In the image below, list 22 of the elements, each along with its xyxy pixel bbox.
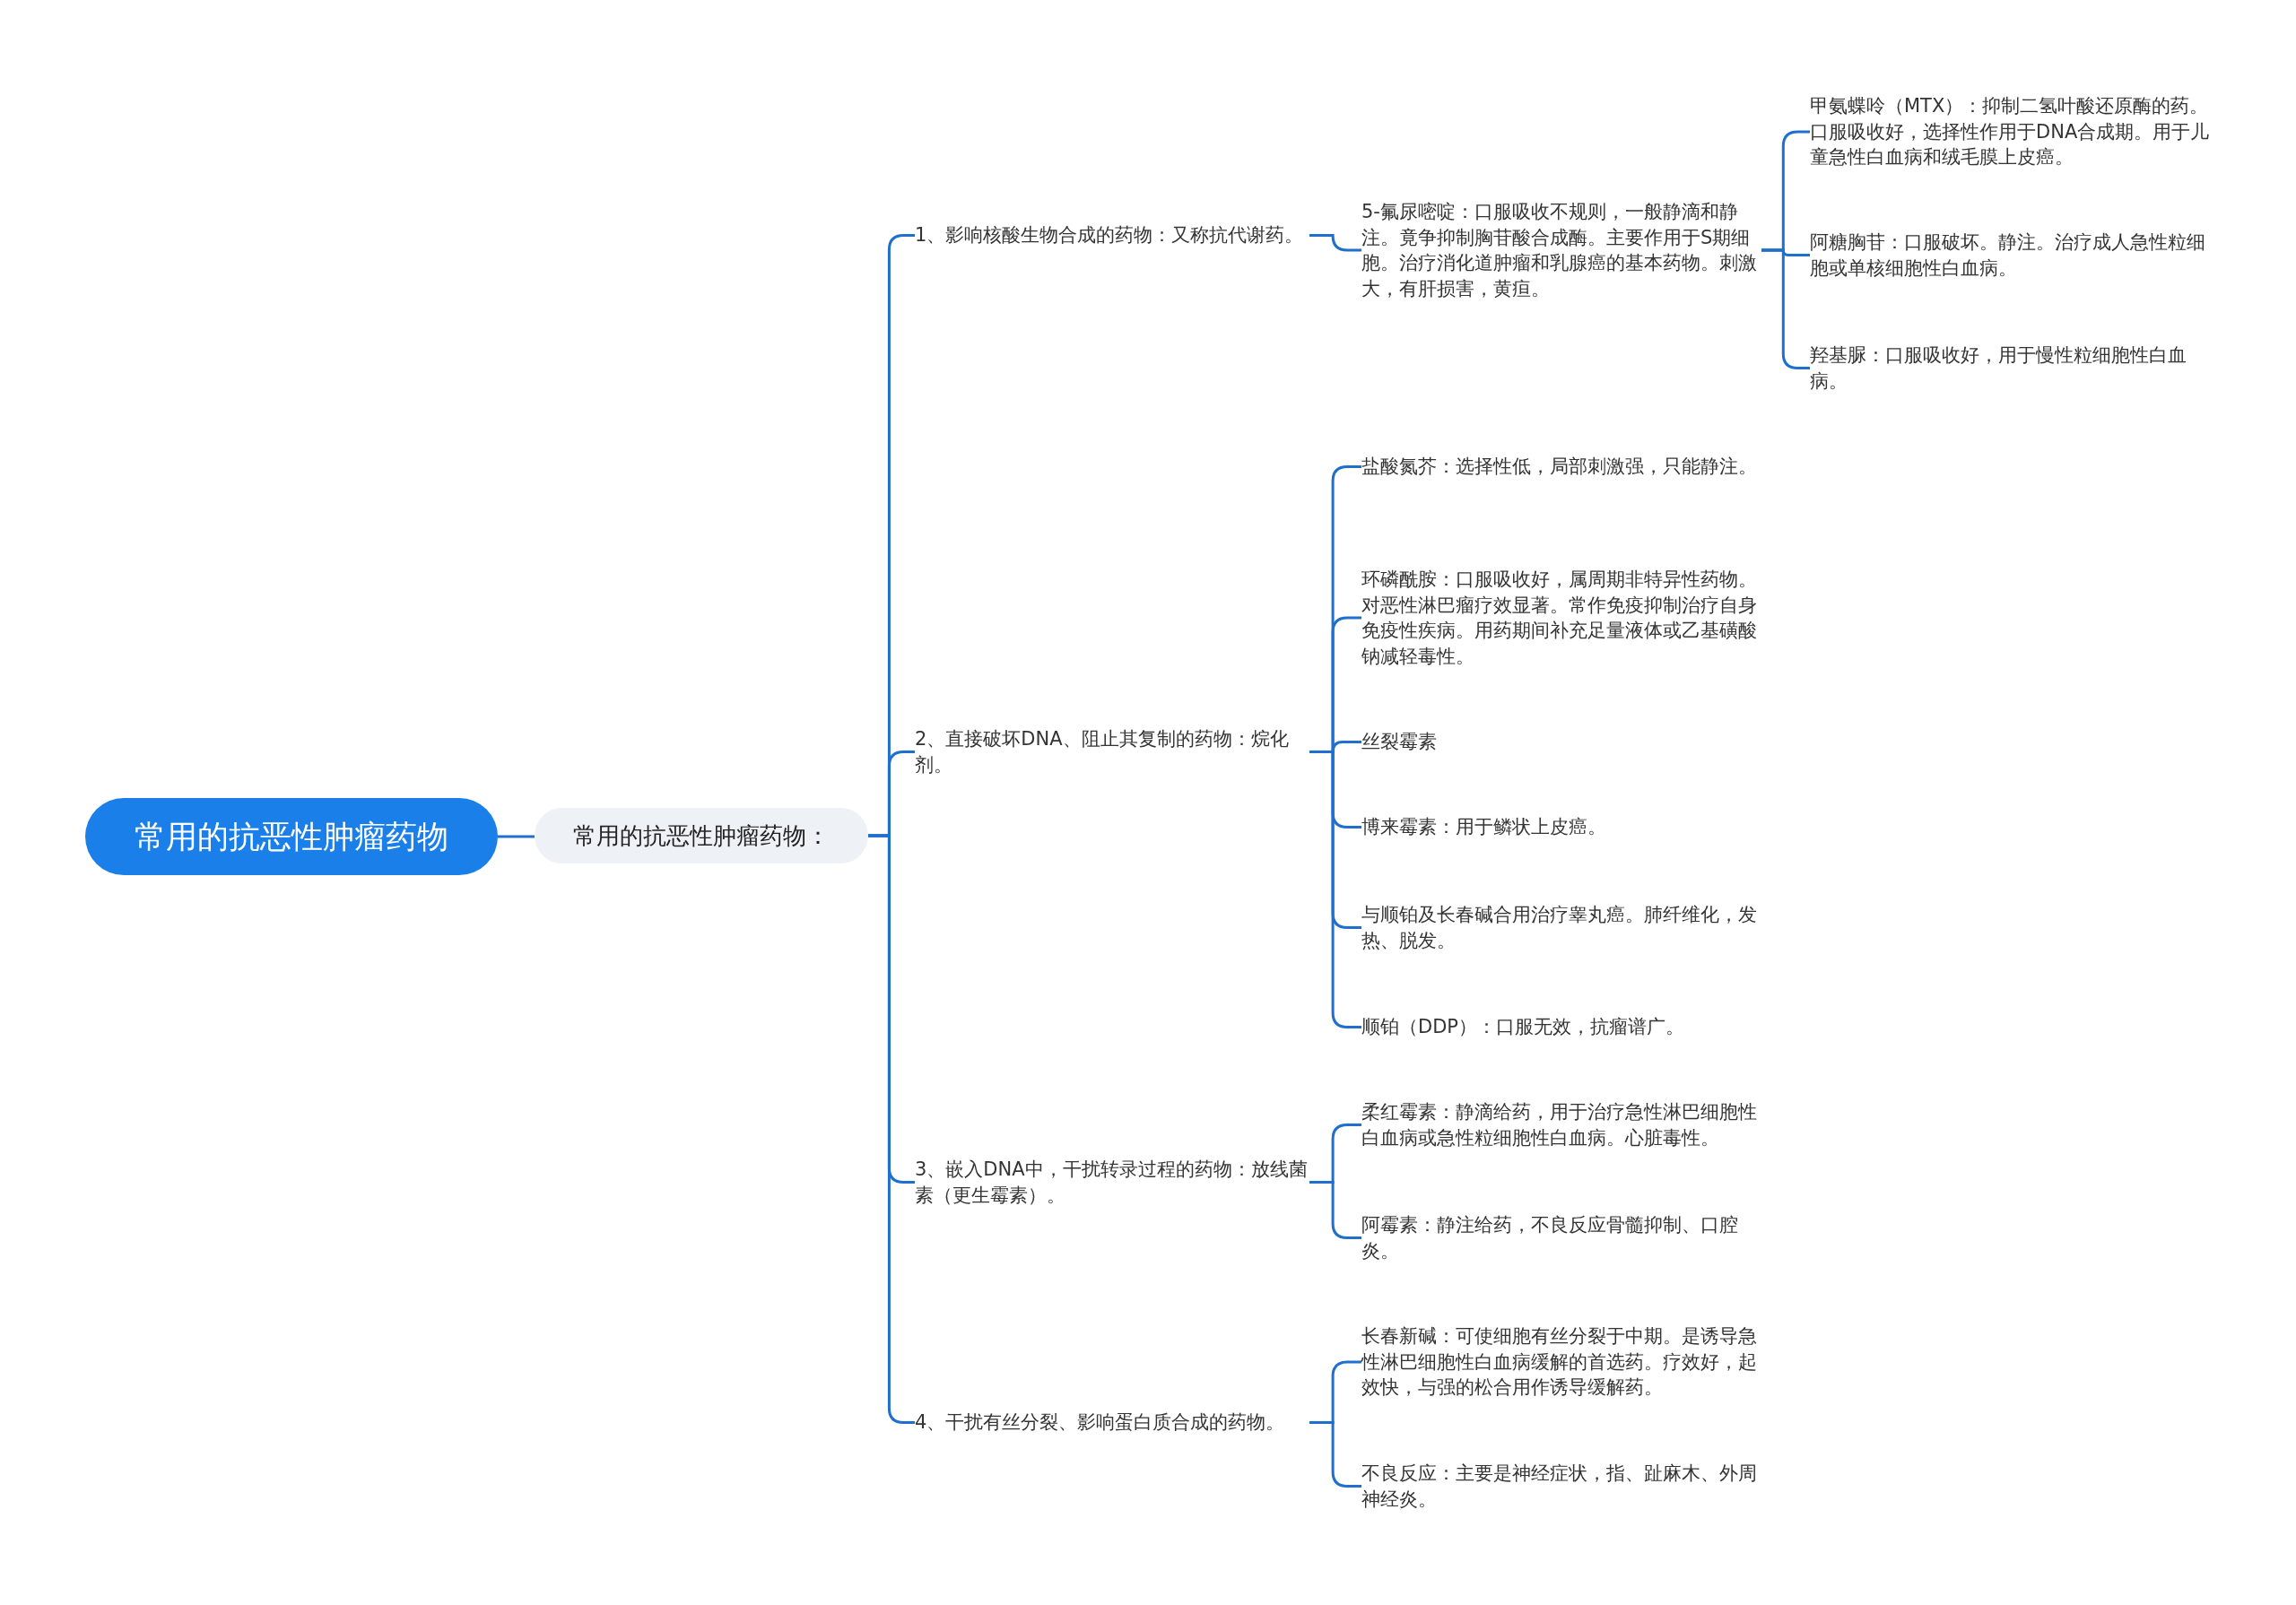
branch-text: 甲氨蝶呤（MTX）：抑制二氢叶酸还原酶的药。口服吸收好，选择性作用于DNA合成期。用于儿童急性白血病和绒毛膜上皮癌。 [1810, 93, 2210, 170]
branch-text: 博来霉素：用于鳞状上皮癌。 [1361, 814, 1761, 840]
branch-text: 环磷酰胺：口服吸收好，属周期非特异性药物。对恶性淋巴瘤疗效显著。常作免疫抑制治疗自身免疫性疾病。用药期间补充足量液体或乙基磺酸钠减轻毒性。 [1361, 567, 1761, 669]
branch-text: 1、影响核酸生物合成的药物：又称抗代谢药。 [915, 222, 1309, 248]
branch-text: 顺铂（DDP）：口服无效，抗瘤谱广。 [1361, 1014, 1761, 1040]
root-topic: 常用的抗恶性肿瘤药物 [85, 798, 498, 875]
connector-line [1309, 234, 1361, 252]
connector-line [498, 835, 535, 838]
branch-text: 柔红霉素：静滴给药，用于治疗急性淋巴细胞性白血病或急性粒细胞性白血病。心脏毒性。 [1361, 1099, 1761, 1150]
branch-text: 丝裂霉素 [1361, 729, 1761, 755]
branch-text: 阿糖胸苷：口服破坏。静注。治疗成人急性粒细胞或单核细胞性白血病。 [1810, 230, 2210, 281]
branch-text: 长春新碱：可使细胞有丝分裂于中期。是诱导急性淋巴细胞性白血病缓解的首选药。疗效好，起效快，与强的松合用作诱导缓解药。 [1361, 1323, 1761, 1401]
topic-box: 常用的抗恶性肿瘤药物： [535, 808, 868, 863]
branch-text: 2、直接破坏DNA、阻止其复制的药物：烷化剂。 [915, 726, 1309, 777]
branch-text: 4、干扰有丝分裂、影响蛋白质合成的药物。 [915, 1410, 1309, 1436]
branch-text: 3、嵌入DNA中，干扰转录过程的药物：放线菌素（更生霉素）。 [915, 1157, 1309, 1208]
branch-text: 5-氟尿嘧啶：口服吸收不规则，一般静滴和静注。竟争抑制胸苷酸合成酶。主要作用于S期细胞。治疗消化道肿瘤和乳腺癌的基本药物。刺激大，有肝损害，黄疸。 [1361, 199, 1761, 301]
branch-text: 与顺铂及长春碱合用治疗睾丸癌。肺纤维化，发热、脱发。 [1361, 902, 1761, 953]
branch-text: 阿霉素：静注给药，不良反应骨髓抑制、口腔炎。 [1361, 1212, 1761, 1263]
branch-text: 不良反应：主要是神经症状，指、趾麻木、外周神经炎。 [1361, 1461, 1761, 1512]
branch-text: 盐酸氮芥：选择性低，局部刺激强，只能静注。 [1361, 454, 1761, 480]
branch-text: 羟基脲：口服吸收好，用于慢性粒细胞性白血病。 [1810, 343, 2210, 394]
